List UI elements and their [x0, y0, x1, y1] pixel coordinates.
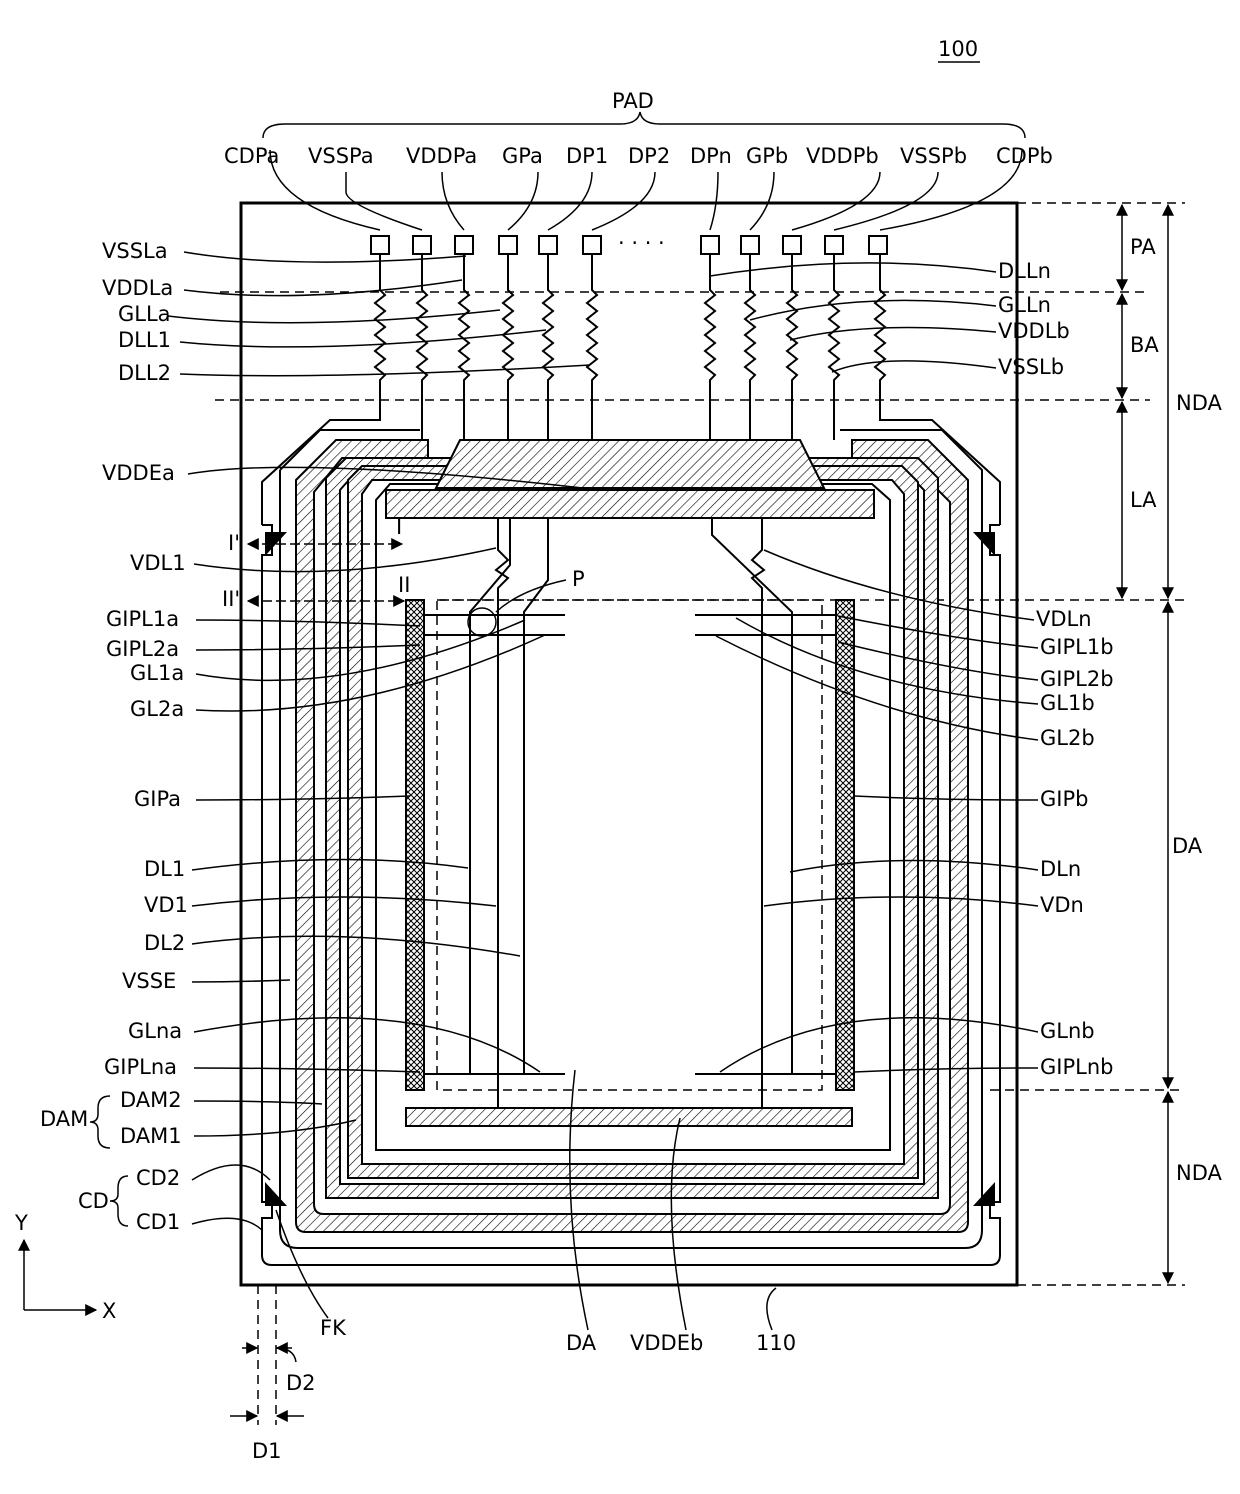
- bottom-label: VDDEb: [630, 1331, 703, 1355]
- gip-a: [406, 600, 424, 1090]
- bottom-label: 110: [756, 1331, 796, 1355]
- pad-label: VDDPb: [806, 144, 879, 168]
- section-i: I: [396, 515, 402, 539]
- left-label: VSSE: [122, 969, 176, 993]
- left-label: GL2a: [130, 697, 184, 721]
- left-label: VSSLa: [102, 239, 168, 263]
- right-label: GIPL2b: [1040, 667, 1114, 691]
- pad-label: CDPb: [996, 144, 1053, 168]
- pad-label: VSSPb: [900, 144, 967, 168]
- left-label: GLna: [128, 1019, 182, 1043]
- right-label: GIPL1b: [1040, 635, 1114, 659]
- pad-label: CDPa: [224, 144, 279, 168]
- right-label: GIPLnb: [1040, 1055, 1113, 1079]
- pad-label: GPb: [746, 144, 788, 168]
- left-label: VD1: [144, 893, 188, 917]
- point-p-label: P: [572, 567, 585, 591]
- region-label: PA: [1130, 235, 1156, 259]
- pad-label: VSSPa: [308, 144, 374, 168]
- right-label: VDDLb: [998, 319, 1070, 343]
- bottom-label: DA: [566, 1331, 597, 1355]
- pad-group-label: PAD: [612, 89, 654, 113]
- axis-x-label: X: [102, 1299, 116, 1323]
- left-label: GL1a: [130, 661, 184, 685]
- pad-brace: [263, 112, 1025, 138]
- right-label: DLLn: [998, 259, 1051, 283]
- section-i-prime: I': [228, 531, 240, 555]
- region-label: NDA: [1176, 391, 1223, 415]
- left-label: DL2: [144, 931, 185, 955]
- left-label: GIPL2a: [106, 637, 179, 661]
- right-label: DLn: [1040, 857, 1081, 881]
- right-label: GL1b: [1040, 691, 1095, 715]
- left-label: VDDEa: [102, 461, 175, 485]
- pad-ellipsis: · · · ·: [618, 231, 665, 255]
- left-label: VDL1: [130, 551, 186, 575]
- region-label: LA: [1130, 488, 1157, 512]
- point-p-marker: [468, 608, 496, 636]
- left-label: GIPLna: [104, 1055, 177, 1079]
- bottom-label: D1: [252, 1439, 282, 1463]
- right-label: GL2b: [1040, 726, 1095, 750]
- right-label: VSSLb: [998, 355, 1064, 379]
- left-label: DL1: [144, 857, 185, 881]
- right-label: GIPb: [1040, 787, 1088, 811]
- region-label: DA: [1172, 834, 1203, 858]
- bottom-labels: FK DA VDDEb 110 D2 D1: [252, 1316, 796, 1463]
- right-label: GLnb: [1040, 1019, 1095, 1043]
- left-label: GIPa: [134, 787, 181, 811]
- region-labels: PA BA LA NDA DA NDA: [1130, 235, 1223, 1185]
- gip-b: [836, 600, 854, 1090]
- left-label: GLLa: [118, 302, 171, 326]
- dam-group-label: DAM: [40, 1107, 88, 1131]
- pad-label: VDDPa: [406, 144, 477, 168]
- left-labels: VSSLa VDDLa GLLa DLL1 DLL2 VDDEa VDL1 GI…: [102, 239, 188, 1234]
- right-leaders: [710, 263, 1038, 1072]
- left-label: DAM1: [120, 1124, 182, 1148]
- right-label: GLLn: [998, 293, 1051, 317]
- pad-label: DP2: [628, 144, 670, 168]
- left-label: VDDLa: [102, 276, 173, 300]
- right-label: VDn: [1040, 893, 1084, 917]
- bottom-label: FK: [320, 1316, 347, 1340]
- right-labels: DLLn GLLn VDDLb VSSLb VDLn GIPL1b GIPL2b…: [998, 259, 1114, 1079]
- left-label: GIPL1a: [106, 607, 179, 631]
- figure-number: 100: [938, 37, 978, 61]
- region-label: NDA: [1176, 1161, 1223, 1185]
- left-label: CD2: [136, 1166, 180, 1190]
- cd-group-label: CD: [78, 1189, 109, 1213]
- bottom-label: D2: [286, 1371, 316, 1395]
- axis-indicator: [24, 1240, 96, 1310]
- pad-label: DPn: [690, 144, 732, 168]
- pad-label: GPa: [502, 144, 543, 168]
- vddeb-electrode: [406, 1108, 852, 1126]
- section-ii-prime: II': [222, 587, 240, 611]
- data-lines: [470, 518, 792, 1108]
- region-dimension-scale: [1122, 205, 1168, 1283]
- region-label: BA: [1130, 333, 1159, 357]
- left-leaders: [168, 252, 600, 1230]
- left-label: DLL2: [118, 361, 171, 385]
- axis-y-label: Y: [14, 1211, 28, 1235]
- pad-label-row: CDPa VSSPa VDDPa GPa DP1 DP2 DPn GPb VDD…: [224, 144, 1053, 168]
- pad-label: DP1: [566, 144, 608, 168]
- vddea-electrode: [386, 440, 874, 518]
- left-label: CD1: [136, 1210, 180, 1234]
- left-label: DAM2: [120, 1088, 182, 1112]
- section-ii: II: [398, 573, 410, 597]
- left-label: DLL1: [118, 328, 171, 352]
- right-label: VDLn: [1036, 607, 1092, 631]
- gate-lines: [424, 615, 836, 1074]
- crack-fence-marks: [265, 532, 995, 1206]
